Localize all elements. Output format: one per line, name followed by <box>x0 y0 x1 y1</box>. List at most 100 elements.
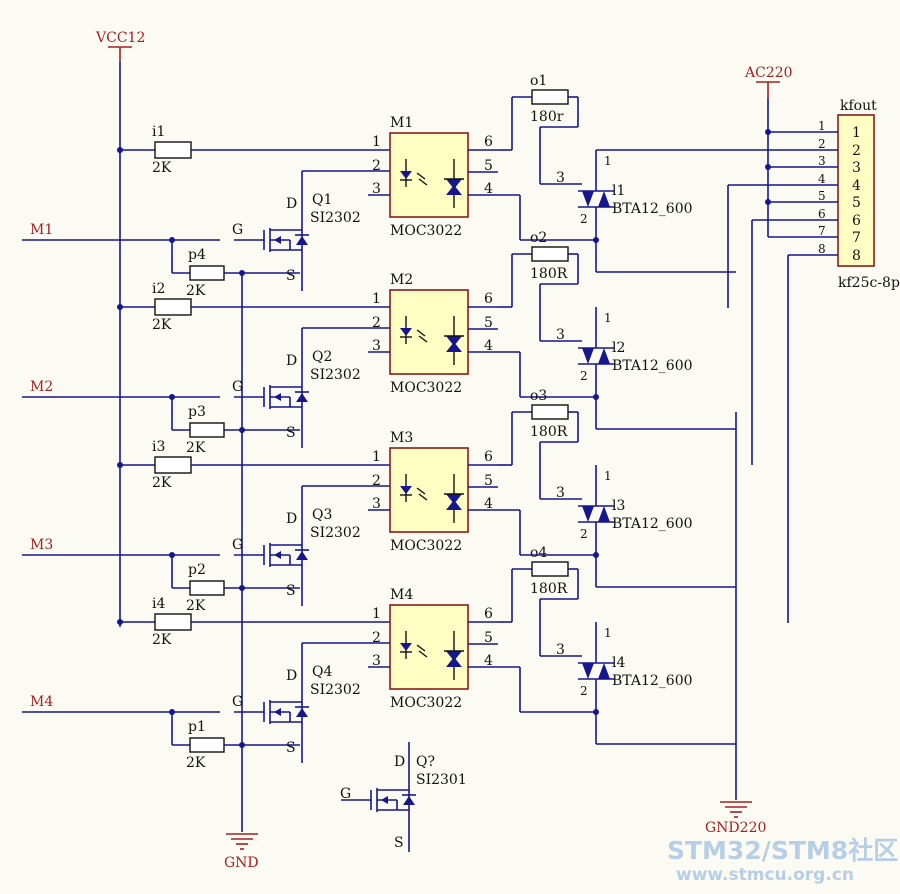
gnd220-symbol <box>720 801 752 818</box>
opto-part-M4: MOC3022 <box>390 695 462 711</box>
power-nets: VCC12 AC220 GND GND220 <box>95 30 793 871</box>
opto-pin2-M1: 2 <box>372 158 381 174</box>
resistor-value-i1: 2K <box>152 160 172 176</box>
opto-pin4-M3: 4 <box>484 496 493 512</box>
resistor-p4 <box>189 265 225 281</box>
resistor-ref-i3: i3 <box>152 439 165 455</box>
gnd220-label: GND220 <box>705 820 766 836</box>
opto-pin3-M1: 3 <box>372 181 381 197</box>
mosfet-ref-Q4: Q4 <box>312 664 332 680</box>
resistor-ref-i2: i2 <box>152 281 165 297</box>
resistor-value-i2: 2K <box>152 317 172 333</box>
watermark-title: STM32/STM8社区 <box>667 836 898 865</box>
gate-label-Q4: G <box>232 694 243 710</box>
resistor-p3 <box>189 422 225 438</box>
connector-pin-num-8: 8 <box>818 242 826 256</box>
resistor-i1 <box>154 141 192 159</box>
resistor-ref-i1: i1 <box>152 124 165 140</box>
mosfet-part-Q1: SI2302 <box>310 210 361 226</box>
mosfet-spare <box>341 788 416 812</box>
triac-pin2-l2: 2 <box>580 369 588 383</box>
spare-gate-label: G <box>340 786 351 802</box>
resistor-value-p3: 2K <box>186 440 206 456</box>
mosfet-part-Q4: SI2302 <box>310 682 361 698</box>
opto-pin2-M2: 2 <box>372 315 381 331</box>
resistor-o1 <box>531 89 569 105</box>
triac-ref-l4: l4 <box>612 655 625 671</box>
triac-l1 <box>578 190 614 208</box>
connector-pin-num-5: 5 <box>818 189 826 203</box>
connector-pin-num-3: 3 <box>818 154 826 168</box>
triac-pin3-l1: 3 <box>556 170 565 186</box>
connector-pin-7: 7 <box>852 230 861 246</box>
triac-part-l1: BTA12_600 <box>612 201 693 217</box>
opto-pin3-M3: 3 <box>372 496 381 512</box>
resistor-value-i4: 2K <box>152 632 172 648</box>
resistor-value-p1: 2K <box>186 755 206 771</box>
mosfet-ref-Q3: Q3 <box>312 507 332 523</box>
source-label-Q4: S <box>286 740 296 756</box>
source-label-Q3: S <box>286 583 296 599</box>
resistor-o2 <box>531 246 569 262</box>
resistor-value-o3: 180R <box>530 424 568 440</box>
triac-pin3-l3: 3 <box>556 485 565 501</box>
triac-l4 <box>578 662 614 680</box>
opto-pin4-M1: 4 <box>484 181 493 197</box>
source-label-Q1: S <box>286 268 296 284</box>
opto-pin2-M4: 2 <box>372 630 381 646</box>
resistor-ref-p1: p1 <box>188 719 206 735</box>
input-label-2: M2 <box>30 379 53 395</box>
spare-source-label: S <box>394 835 404 851</box>
opto-pin1-M4: 1 <box>372 606 381 622</box>
connector-pin-num-1: 1 <box>818 119 826 133</box>
gnd-label: GND <box>224 855 259 871</box>
triac-part-l3: BTA12_600 <box>612 516 693 532</box>
watermark-url: www.stmcu.org.cn <box>676 865 854 885</box>
resistor-o3 <box>531 404 569 420</box>
opto-pin4-M4: 4 <box>484 653 493 669</box>
opto-pin3-M2: 3 <box>372 338 381 354</box>
triac-pin2-l1: 2 <box>580 212 588 226</box>
opto-pin6-M2: 6 <box>484 291 493 307</box>
mosfet-ref-Q2: Q2 <box>312 349 332 365</box>
triac-pin3-l4: 3 <box>556 642 565 658</box>
opto-pin5-M3: 5 <box>484 473 493 489</box>
channel-1: M1i12Kp42KGDSQ1SI2302123654M1MOC3022o118… <box>22 73 736 299</box>
resistor-value-i3: 2K <box>152 475 172 491</box>
resistor-p1 <box>189 737 225 753</box>
mosfet-part-Q2: SI2302 <box>310 367 361 383</box>
ac220-label: AC220 <box>744 65 793 81</box>
resistor-value-o2: 180R <box>530 266 568 282</box>
opto-ref-M1: M1 <box>390 115 413 131</box>
gate-label-Q3: G <box>232 537 243 553</box>
channel-3: M3i32Kp22KGDSQ3SI2302123654M3MOC3022o318… <box>22 388 736 614</box>
opto-pin5-M4: 5 <box>484 630 493 646</box>
resistor-p2 <box>189 580 225 596</box>
opto-pin4-M2: 4 <box>484 338 493 354</box>
resistor-i2 <box>154 298 192 316</box>
connector-pin-6: 6 <box>852 213 861 229</box>
gate-label-Q1: G <box>232 222 243 238</box>
connector-pin-2: 2 <box>852 143 861 159</box>
resistor-ref-o2: o2 <box>530 230 547 246</box>
triac-ref-l2: l2 <box>612 340 625 356</box>
source-label-Q2: S <box>286 425 296 441</box>
gate-label-Q2: G <box>232 379 243 395</box>
input-label-3: M3 <box>30 537 53 553</box>
opto-pin1-M2: 1 <box>372 291 381 307</box>
resistor-ref-o4: o4 <box>530 545 547 561</box>
mosfet-Q4 <box>234 700 309 724</box>
resistor-ref-p3: p3 <box>188 404 206 420</box>
drain-label-Q3: D <box>286 511 297 527</box>
opto-part-M3: MOC3022 <box>390 538 462 554</box>
connector-pin-8: 8 <box>852 248 861 264</box>
opto-pin6-M1: 6 <box>484 134 493 150</box>
optocoupler-M4 <box>389 604 469 690</box>
opto-pin1-M3: 1 <box>372 449 381 465</box>
spare-drain-label: D <box>394 754 405 770</box>
optocoupler-M1 <box>389 132 469 218</box>
spare-mos-ref: Q? <box>416 754 435 770</box>
opto-ref-M3: M3 <box>390 430 413 446</box>
